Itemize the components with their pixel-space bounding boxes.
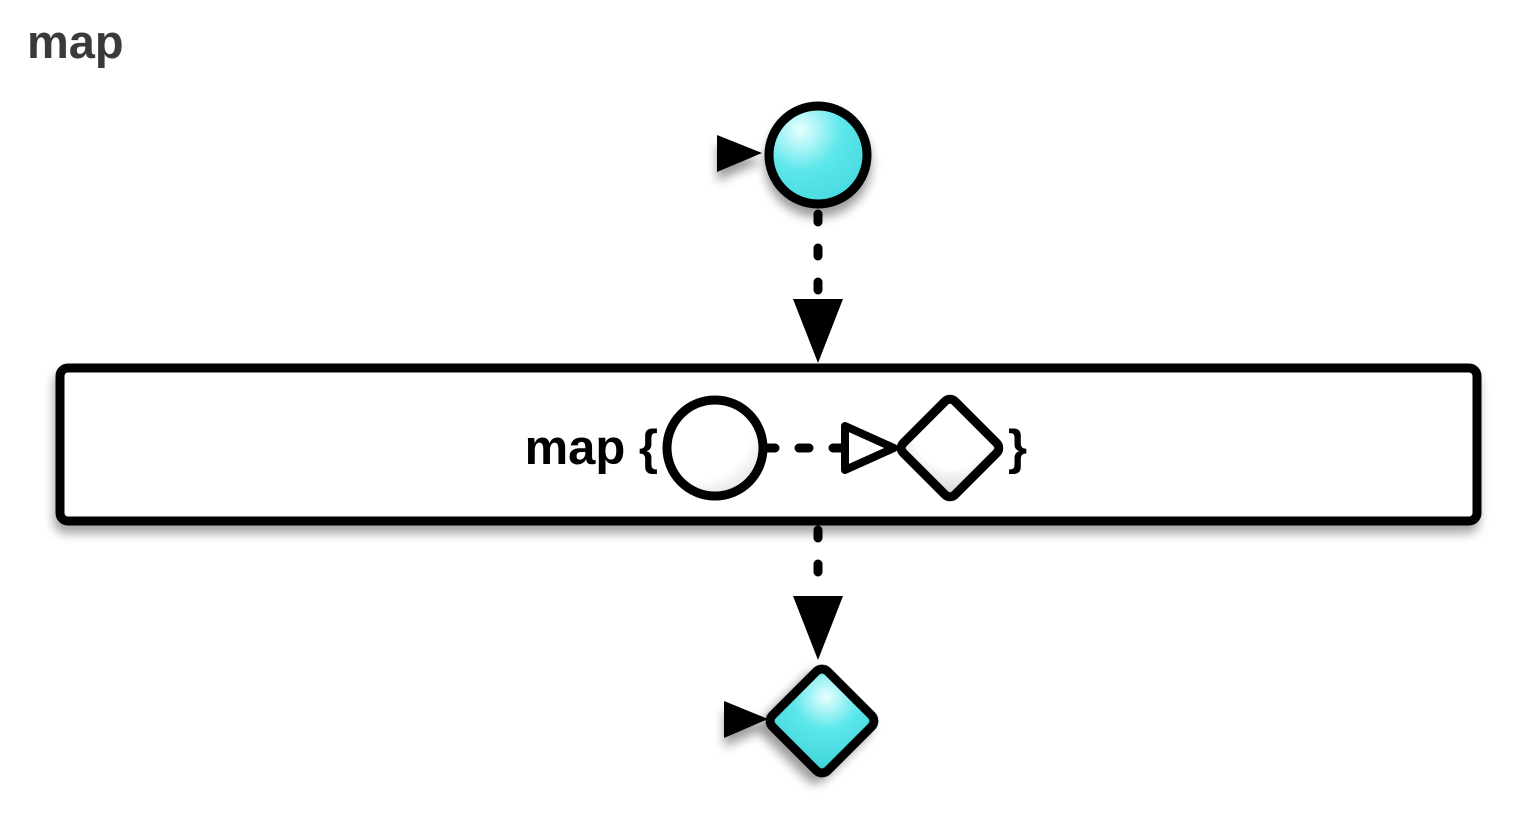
operator-label-suffix: }	[1008, 421, 1027, 475]
connector-bottom-arrowhead-icon	[793, 596, 843, 660]
connector-input-to-box	[793, 209, 843, 363]
connector-box-to-output	[793, 525, 843, 660]
operator-box-group: map { }	[55, 363, 1482, 526]
output-marble-diamond	[765, 664, 879, 778]
input-marble-circle	[764, 101, 872, 209]
operator-marble-circle	[662, 395, 768, 501]
operator-label-prefix: map {	[525, 421, 658, 475]
output-timeline-arrowhead-icon	[724, 701, 768, 738]
input-timeline-arrowhead-icon	[717, 135, 762, 172]
output-stream	[60, 664, 879, 778]
operator-transform-triangle-icon	[841, 422, 898, 474]
connector-top-arrowhead-icon	[793, 299, 843, 363]
page-title: map	[27, 15, 124, 68]
input-stream	[60, 101, 872, 209]
operator-marble-diamond	[896, 394, 1004, 502]
